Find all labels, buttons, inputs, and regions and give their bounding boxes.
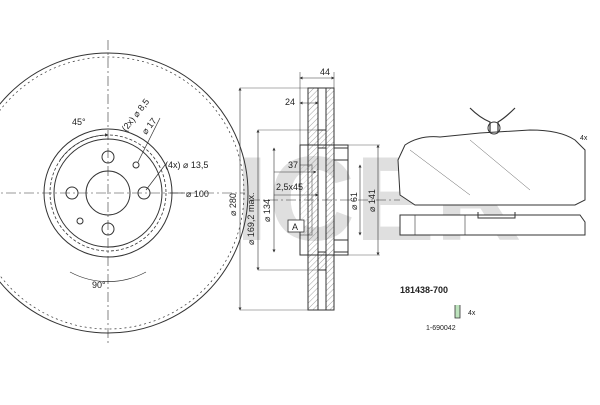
inner-dia-label: ⌀ 141 [367,189,377,212]
small-hole-sw [76,217,84,225]
depth-label: 37 [288,160,298,170]
pcd-label: ⌀ 100 [186,189,209,199]
angle-top-label: 45° [72,117,86,127]
small-hole-ne [132,161,140,169]
width-total-label: 44 [320,67,330,77]
angle-bottom-label: 90° [92,280,106,290]
hub-dia-label: ⌀ 61 [349,192,359,210]
section-label: A [292,222,298,232]
brake-pad-drawing [397,107,586,236]
pad-quantity-label: 4x [580,135,588,142]
outer-dia-label: ⌀ 280 [228,193,238,216]
width-hat-label: 24 [285,97,295,107]
disc-cross-section [238,72,400,311]
chamfer-label: 2,5x45 [276,182,303,192]
bolt-hole-spec-label: (4x) ⌀ 13,5 [165,160,208,170]
wear-indicator-clip [454,305,461,319]
bore-dia-label: ⌀ 134 [262,199,272,222]
min-dia-label: ⌀ 169,2 max. [246,193,256,245]
accessory-number: 1-690042 [426,325,456,332]
part-number: 181438-700 [400,285,448,295]
clip-quantity-label: 4x [468,310,476,317]
disc-front-view [0,40,249,345]
